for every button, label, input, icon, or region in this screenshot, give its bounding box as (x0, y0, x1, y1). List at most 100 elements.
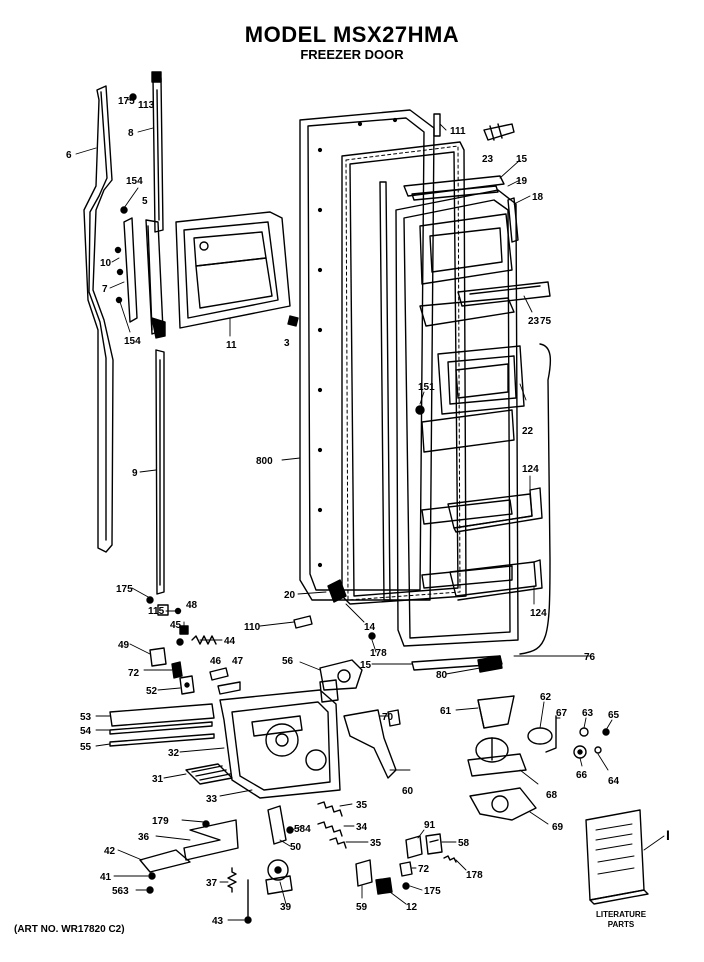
cup-61[interactable] (477, 695, 515, 729)
strip-18[interactable] (507, 197, 519, 243)
callout-178: 178 (370, 648, 387, 659)
strip-111b[interactable] (379, 181, 391, 601)
tube-75[interactable] (519, 343, 552, 655)
spring-35b[interactable] (329, 837, 347, 849)
bracket-91[interactable] (405, 835, 423, 859)
trim-strip-8[interactable] (152, 77, 164, 233)
wire-67[interactable] (545, 715, 557, 753)
callout-59: 59 (356, 902, 368, 913)
trim-strip-9[interactable] (155, 349, 165, 595)
clip-113[interactable] (151, 71, 162, 83)
callout-11: 11 (226, 340, 237, 351)
part-563[interactable] (146, 886, 154, 894)
part-151[interactable] (415, 405, 425, 415)
callout-31: 31 (152, 774, 164, 785)
callout-23b: 23 (528, 316, 540, 327)
part-72b[interactable] (399, 861, 413, 877)
part-63[interactable] (579, 727, 589, 737)
bracket-49[interactable] (149, 647, 167, 667)
part-41[interactable] (148, 872, 156, 880)
bin-124-upper[interactable] (447, 487, 543, 533)
part-23-top[interactable] (483, 123, 515, 141)
part-20[interactable] (327, 579, 347, 603)
disc-62[interactable] (527, 727, 553, 745)
leader-lines (75, 96, 665, 921)
part-178[interactable] (368, 632, 376, 640)
callout-43: 43 (212, 916, 224, 927)
door-gasket-14[interactable] (341, 141, 467, 605)
strip-54[interactable] (109, 721, 213, 735)
trim-19[interactable] (403, 175, 505, 197)
callout-labels: 175 113 8 6 154 5 10 7 154 11 3 9 800 11… (66, 96, 670, 927)
part-45[interactable] (176, 638, 184, 646)
cover-53[interactable] (109, 703, 215, 727)
callout-32: 32 (168, 748, 180, 759)
door-shell-800[interactable] (299, 109, 435, 601)
part-56[interactable] (319, 659, 363, 691)
callout-69: 69 (552, 822, 564, 833)
bracket-58[interactable] (425, 833, 443, 855)
bracket-59[interactable] (355, 859, 373, 887)
lever-42[interactable] (139, 849, 191, 873)
callout-60: 60 (402, 786, 414, 797)
part-178b[interactable] (443, 855, 457, 863)
callout-124b: 124 (530, 608, 547, 619)
callout-62: 62 (540, 692, 552, 703)
part-72[interactable] (171, 661, 183, 679)
callout-124: 124 (522, 464, 539, 475)
door-liner[interactable] (395, 189, 519, 647)
callout-9: 9 (132, 468, 138, 479)
mullion-strip-7[interactable] (123, 217, 138, 323)
part-3[interactable] (287, 315, 299, 327)
callout-46: 46 (210, 656, 222, 667)
callout-563: 563 (112, 886, 129, 897)
strip-111[interactable] (433, 113, 441, 137)
trim-15-top[interactable] (411, 185, 499, 201)
part-47[interactable] (217, 681, 241, 695)
callout-154: 154 (126, 176, 143, 187)
clip-115[interactable] (157, 604, 169, 616)
solenoid-39[interactable] (265, 859, 293, 895)
callout-12: 12 (406, 902, 418, 913)
bracket-36[interactable] (183, 819, 239, 861)
callout-115: 115 (148, 606, 165, 617)
dispenser-panel-11[interactable] (175, 211, 291, 329)
callout-36: 36 (138, 832, 150, 843)
callout-35b: 35 (370, 838, 382, 849)
part-175c[interactable] (402, 882, 410, 890)
bin-124-lower[interactable] (449, 559, 543, 601)
spring-34[interactable] (317, 821, 343, 837)
bar-23[interactable] (457, 281, 551, 307)
spring-44[interactable] (191, 635, 217, 645)
dispenser-housing[interactable] (219, 679, 341, 799)
callout-15: 15 (516, 154, 528, 165)
lever-50[interactable] (267, 805, 287, 845)
handle-5[interactable] (145, 219, 166, 339)
part-64[interactable] (594, 746, 602, 754)
spring-35[interactable] (317, 801, 343, 817)
part-110[interactable] (293, 615, 313, 629)
literature-booklet[interactable] (585, 809, 649, 905)
display-22[interactable] (437, 345, 525, 415)
part-46[interactable] (209, 667, 229, 681)
part-65[interactable] (602, 728, 610, 736)
callout-175: 175 (118, 96, 135, 107)
literature-label: LITERATURE PARTS (586, 910, 656, 930)
callout-58: 58 (458, 838, 470, 849)
motor-68[interactable] (467, 737, 527, 777)
gear-66[interactable] (573, 745, 587, 759)
part-12[interactable] (375, 877, 393, 895)
part-80[interactable] (477, 655, 503, 673)
part-52[interactable] (179, 675, 195, 695)
bracket-60[interactable] (343, 709, 397, 779)
spring-37[interactable] (227, 867, 237, 893)
part-43[interactable] (244, 879, 252, 924)
part-70[interactable] (387, 709, 401, 727)
strip-55[interactable] (109, 733, 215, 747)
door-gasket-strip-6[interactable] (83, 85, 114, 553)
grille-31[interactable] (185, 763, 233, 785)
fan-69[interactable] (469, 787, 537, 821)
callout-49: 49 (118, 640, 130, 651)
callout-19: 19 (516, 176, 528, 187)
